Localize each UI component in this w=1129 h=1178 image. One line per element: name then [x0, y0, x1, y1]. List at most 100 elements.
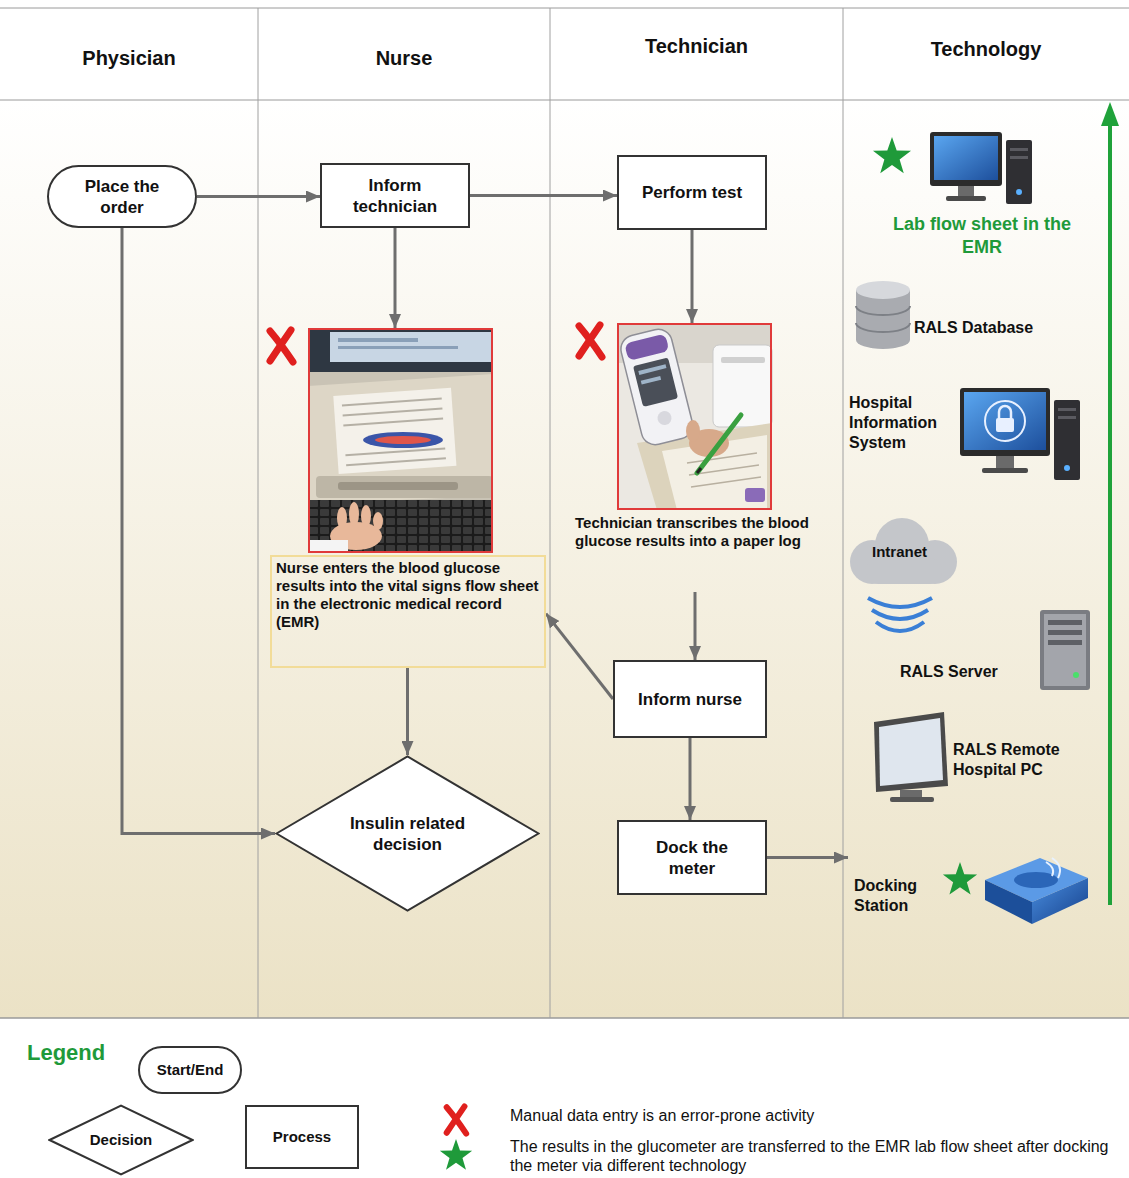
green-star: [440, 1139, 472, 1170]
intranet-cloud: [850, 518, 957, 631]
nurse-photo: [375, 436, 431, 444]
nurse-photo: [345, 448, 445, 455]
remote-pc-icon: [900, 790, 922, 798]
swimlane-grid: [0, 8, 1129, 100]
intranet-cloud: [876, 622, 924, 631]
swimlane-grid: [258, 8, 259, 1018]
legend-text: The results in the glucometer are transf…: [510, 1137, 1125, 1175]
node-label: Insulin related decision: [343, 813, 473, 855]
docking-station-icon: [1052, 858, 1060, 878]
desktop-icon: [930, 132, 1032, 204]
photo-step: Technician transcribes the blood glucose…: [565, 323, 825, 592]
docking-station-icon: [1014, 872, 1058, 888]
his-icon: [982, 468, 1028, 473]
swimlane-grid: [0, 100, 1129, 1018]
component-label: RALS Server: [900, 662, 1036, 682]
node-label: Perform test: [642, 182, 742, 203]
server-icon: [1040, 610, 1090, 690]
desktop-icon: [1006, 140, 1032, 204]
his-icon: [999, 406, 1011, 418]
swimlane: PhysicianPlace the order: [0, 8, 258, 1018]
nurse-photo: [308, 328, 493, 553]
technician-photo: [618, 326, 696, 447]
error-mark: [579, 325, 602, 357]
nurse-photo: [308, 500, 493, 553]
desktop-icon: [958, 186, 974, 196]
connector-arrow: [691, 230, 694, 323]
his-icon: [996, 456, 1014, 468]
technician-photo: [697, 468, 701, 473]
node-label: Place the order: [75, 176, 169, 218]
legend-sample: Decision: [48, 1104, 194, 1176]
server-icon: [1048, 640, 1082, 645]
nurse-photo: [309, 329, 492, 552]
swimlane-grid: [0, 1017, 1129, 1019]
connector-arrow: [689, 738, 692, 820]
node-label: Nurse enters the blood glucose results i…: [270, 555, 546, 668]
nurse-photo: [343, 418, 443, 425]
database-icon: [856, 281, 910, 299]
error-mark: [447, 1106, 467, 1133]
flow-arrow: [1101, 102, 1119, 905]
nurse-photo: [308, 328, 493, 372]
lane-header: Nurse: [258, 46, 550, 70]
node-label: Inform technician: [334, 175, 456, 217]
component-label: RALS Database: [914, 318, 1054, 338]
connector-arrow: [122, 228, 275, 834]
swimlane-grid: [0, 1018, 1129, 1178]
technician-photo: [618, 326, 696, 447]
intranet-cloud: [868, 598, 932, 607]
server-icon: [1048, 620, 1082, 625]
legend-text: Process: [273, 1128, 331, 1146]
legend-sample: Process: [245, 1105, 359, 1169]
nurse-photo: [308, 328, 493, 553]
nurse-photo: [342, 399, 442, 406]
docking-station-icon: [985, 858, 1088, 924]
database-icon: [856, 323, 910, 332]
technician-photo: [618, 324, 771, 509]
nurse-photo: [363, 432, 443, 448]
connector-arrow: [767, 856, 848, 859]
component-label: Intranet: [872, 542, 952, 561]
technician-photo: [686, 420, 700, 442]
lane-header: Physician: [0, 46, 258, 70]
technician-photo: [656, 410, 673, 427]
swimlane-grid: [0, 8, 1129, 1178]
intranet-cloud: [872, 610, 928, 619]
his-icon: [985, 401, 1025, 441]
legend-title: Legend: [27, 1040, 127, 1066]
process-box: Perform test: [617, 155, 767, 230]
error-mark: [270, 330, 293, 362]
intranet-cloud: [866, 558, 942, 584]
technician-photo: [633, 357, 678, 406]
technician-photo: [617, 323, 772, 363]
technician-photo: [641, 376, 661, 385]
swimlane: NurseInform technicianNurse enters the b…: [258, 8, 550, 1018]
connector-arrow: [197, 195, 320, 198]
flow-arrow: [1108, 124, 1112, 905]
swimlane: TechnicianPerform testTechnician transcr…: [550, 8, 843, 1018]
connector-arrow: [470, 194, 617, 197]
nurse-photo: [316, 476, 493, 498]
nurse-photo: [338, 338, 418, 342]
desktop-icon: [1016, 189, 1022, 195]
his-icon: [1058, 408, 1076, 411]
nurse-photo: [349, 502, 359, 526]
nurse-photo: [333, 388, 456, 474]
database-icon: [856, 306, 910, 315]
server-icon: [1040, 610, 1090, 690]
technician-photo: [617, 323, 772, 510]
node-label: Docking Station: [848, 876, 936, 916]
his-icon: [996, 418, 1014, 432]
technician-photo: [687, 453, 757, 463]
lane-header: Technology: [843, 37, 1129, 61]
device-node: Docking Station: [848, 850, 948, 928]
connector-arrow: [394, 228, 397, 328]
his-icon: [960, 388, 1050, 456]
remote-pc-icon: [879, 718, 943, 786]
swimlane-grid: [550, 8, 551, 1018]
component-label: RALS Remote Hospital PC: [953, 740, 1085, 780]
